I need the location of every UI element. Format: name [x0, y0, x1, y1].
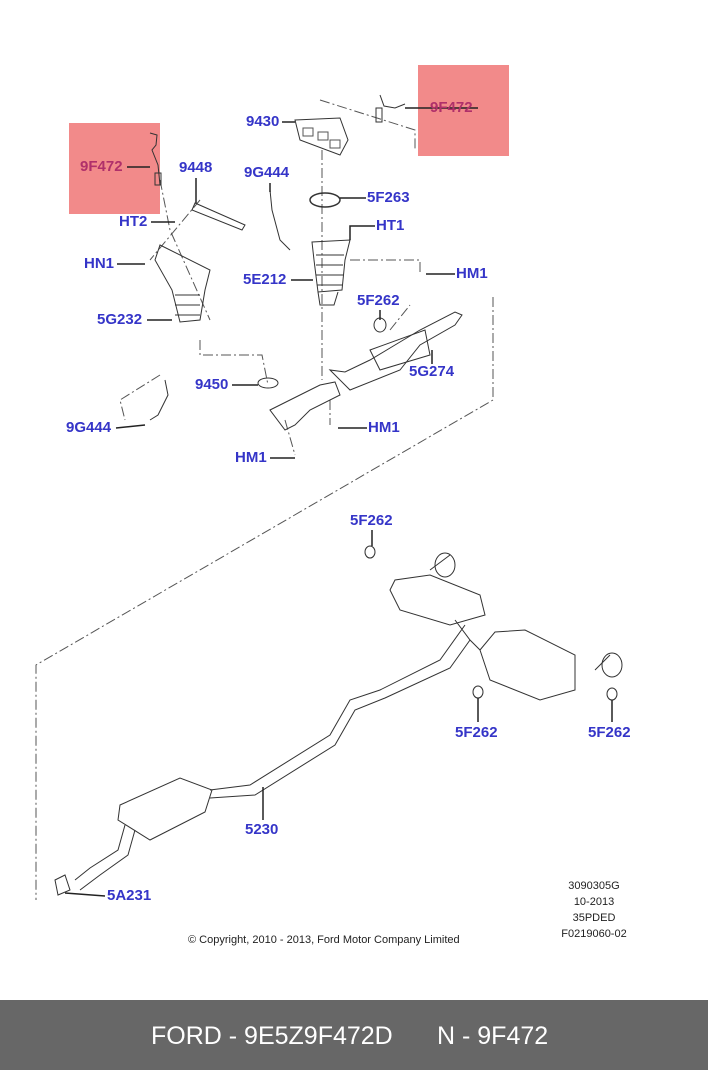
- callout-9g444-bottom[interactable]: 9G444: [66, 419, 112, 436]
- part-number: FORD - 9E5Z9F472D: [151, 1022, 393, 1050]
- callout-5g274[interactable]: 5G274: [409, 363, 455, 380]
- oxygen-sensor-right: [375, 94, 406, 123]
- highlight-box-right: [418, 65, 509, 156]
- guide-lines: [35, 99, 494, 900]
- callout-5f263[interactable]: 5F263: [367, 189, 410, 206]
- callout-9430[interactable]: 9430: [246, 113, 280, 130]
- seal-ring: [309, 192, 341, 208]
- footer-bar: FORD - 9E5Z9F472D N - 9F472: [0, 1000, 708, 1070]
- catalytic-converter-front: [311, 239, 351, 306]
- callout-hn1[interactable]: HN1: [84, 255, 115, 272]
- rubber-insulator: [373, 317, 387, 333]
- oxygen-sensor-left: [149, 132, 162, 186]
- rear-muffler-assembly: [74, 552, 623, 891]
- callout-hm1-a[interactable]: HM1: [456, 265, 488, 282]
- callout-9450[interactable]: 9450: [195, 376, 229, 393]
- stamp-line: 35PDED: [572, 912, 616, 924]
- callout-5f262-a[interactable]: 5F262: [357, 292, 400, 309]
- exhaust-manifold: [294, 117, 349, 156]
- callout-5f262-d[interactable]: 5F262: [588, 724, 631, 741]
- callout-5a231[interactable]: 5A231: [107, 887, 152, 904]
- callout-5e212[interactable]: 5E212: [243, 271, 287, 288]
- callout-5g232[interactable]: 5G232: [97, 311, 143, 328]
- callout-9g444-top[interactable]: 9G444: [244, 164, 290, 181]
- callout-5230[interactable]: 5230: [245, 821, 279, 838]
- callout-ht2[interactable]: HT2: [119, 213, 148, 230]
- callout-hm1-b[interactable]: HM1: [368, 419, 400, 436]
- callout-9f472-right[interactable]: 9F472: [430, 99, 473, 116]
- callout-ht1[interactable]: HT1: [376, 217, 405, 234]
- leader-lines: [64, 107, 613, 897]
- callout-5f262-b[interactable]: 5F262: [350, 512, 393, 529]
- callout-9f472-left[interactable]: 9F472: [80, 158, 123, 175]
- stamp-line: 10-2013: [573, 896, 615, 908]
- stamp-line: 3090305G: [568, 880, 620, 892]
- callout-hm1-c[interactable]: HM1: [235, 449, 267, 466]
- catalytic-converter-rear: [154, 244, 211, 323]
- callout-9448[interactable]: 9448: [179, 159, 213, 176]
- reference-number: N - 9F472: [437, 1022, 549, 1050]
- exhaust-diagram: [35, 94, 623, 900]
- callout-5f262-c[interactable]: 5F262: [455, 724, 498, 741]
- front-pipe: [269, 311, 463, 431]
- copyright-notice: © Copyright, 2010 - 2013, Ford Motor Com…: [188, 934, 460, 946]
- gasket: [191, 202, 246, 231]
- drawing-stamp: 3090305G 10-2013 35PDED F0219060-02: [540, 878, 648, 942]
- highlight-box-left: [69, 123, 160, 214]
- stamp-line: F0219060-02: [561, 928, 627, 940]
